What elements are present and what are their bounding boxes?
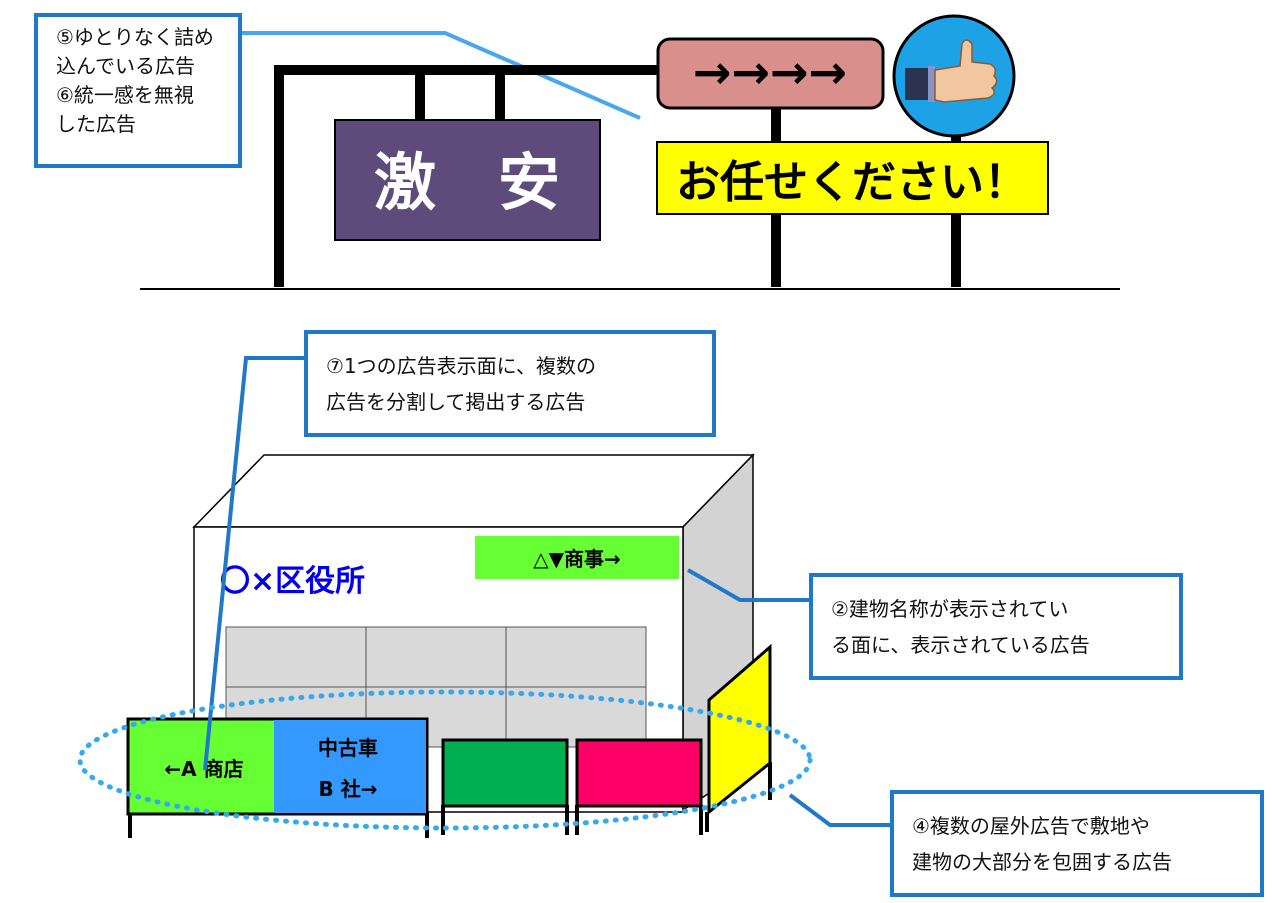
leader-line-5 bbox=[240, 31, 641, 120]
green-sign bbox=[441, 738, 569, 808]
callout-7: ⑦1つの広告表示面に、複数の 広告を分割して掲出する広告 bbox=[304, 330, 716, 437]
b-sign-panel bbox=[274, 720, 426, 813]
thumbs-up-icon bbox=[892, 14, 1016, 138]
callout-7-line1: ⑦1つの広告表示面に、複数の bbox=[326, 354, 597, 378]
b-line2-text: B 社→ bbox=[319, 777, 378, 801]
callout-4-line1: ④複数の屋外広告で敷地や bbox=[912, 814, 1150, 838]
omakase-text: お任せください！ bbox=[676, 157, 1028, 208]
leader-line-4 bbox=[788, 793, 893, 827]
gekiyasu-sign bbox=[334, 119, 601, 241]
callout-5-6: ⑤ゆとりなく詰め 込んでいる広告 ⑥統一感を無視 した広告 bbox=[34, 13, 242, 168]
callout-2: ②建物名称が表示されてい る面に、表示されている広告 bbox=[809, 573, 1183, 680]
gekiyasu-text: 激 安 bbox=[374, 146, 560, 219]
callout-4-line2: 建物の大部分を包囲する広告 bbox=[912, 850, 1172, 874]
callout-2-line2: る面に、表示されている広告 bbox=[831, 633, 1090, 657]
omakase-sign bbox=[656, 141, 1049, 215]
window-grid bbox=[225, 626, 647, 748]
arrow-sign bbox=[656, 37, 885, 110]
callout-4: ④複数の屋外広告で敷地や 建物の大部分を包囲する広告 bbox=[890, 790, 1264, 897]
building-name-text: 〇×区役所 bbox=[220, 564, 365, 599]
sign-posts bbox=[128, 762, 772, 838]
angled-yellow-sign bbox=[707, 643, 772, 816]
callout-2-line1: ②建物名称が表示されてい bbox=[831, 597, 1069, 621]
arrow-sign-text: →→→→ bbox=[693, 45, 847, 99]
b-line1-text: 中古車 bbox=[318, 736, 378, 760]
callout-7-line2: 広告を分割して掲出する広告 bbox=[326, 390, 586, 414]
leader-line-7 bbox=[203, 356, 306, 771]
magenta-sign bbox=[575, 738, 703, 808]
shoji-text: △▼商事→ bbox=[533, 547, 621, 571]
shoji-sign bbox=[475, 536, 679, 579]
callout-6-line1: ⑥統一感を無視 bbox=[56, 83, 194, 107]
callout-5-line1: ⑤ゆとりなく詰め bbox=[56, 25, 214, 49]
sign-frame bbox=[274, 65, 961, 287]
callout-5-line2: 込んでいる広告 bbox=[56, 54, 195, 78]
surrounding-ellipse bbox=[77, 689, 813, 831]
leader-line-2 bbox=[687, 568, 811, 602]
callout-6-line2: した広告 bbox=[56, 112, 136, 136]
